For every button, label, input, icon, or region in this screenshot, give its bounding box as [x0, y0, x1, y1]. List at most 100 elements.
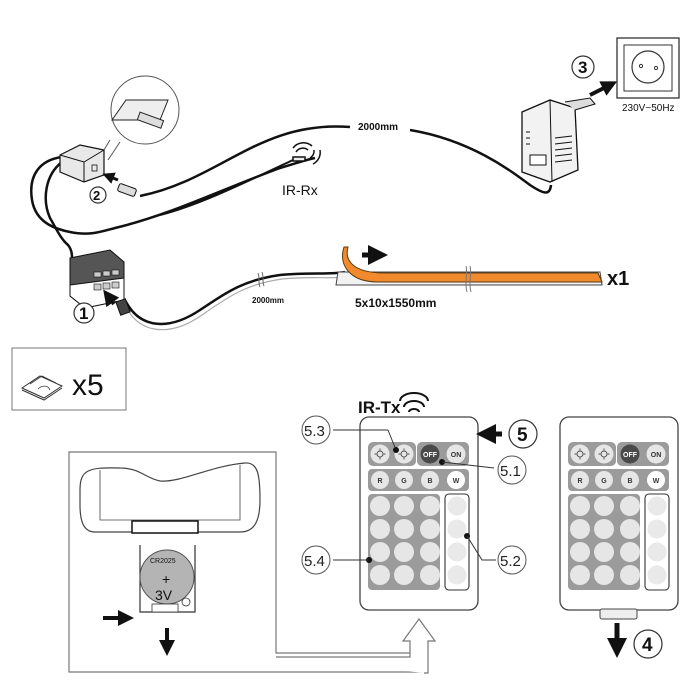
brightness-down-icon: [374, 448, 386, 460]
svg-text:1: 1: [79, 304, 88, 323]
cable-length-top-label: 2000mm: [358, 122, 398, 133]
mode-button[interactable]: [447, 542, 467, 562]
ir-tx-signal-icon: [399, 392, 429, 413]
color-grid-button[interactable]: [394, 565, 414, 585]
remote-button-on[interactable]: [646, 444, 666, 464]
color-button-label: B: [427, 478, 432, 485]
color-button-label: R: [377, 478, 382, 485]
remote-button-off[interactable]: [620, 444, 640, 464]
color-grid-button[interactable]: [620, 542, 640, 562]
mode-button[interactable]: [447, 496, 467, 516]
svg-text:5.1: 5.1: [500, 463, 521, 480]
ir-tx-label: IR-Tx: [358, 398, 401, 417]
mode-button[interactable]: [647, 542, 667, 562]
strip-cable: [123, 270, 346, 326]
svg-text:2: 2: [93, 188, 100, 203]
color-grid-button[interactable]: [394, 519, 414, 539]
distribution-block: [69, 249, 125, 309]
color-grid-button[interactable]: [370, 519, 390, 539]
dc-plug: [117, 183, 137, 197]
color-grid-button[interactable]: [620, 565, 640, 585]
remote-button-on[interactable]: [446, 444, 466, 464]
color-grid-button[interactable]: [594, 542, 614, 562]
color-grid-button[interactable]: [570, 496, 590, 516]
color-grid-button[interactable]: [420, 496, 440, 516]
mode-buttons-panel: [444, 493, 470, 591]
step-2-badge: 2: [89, 186, 107, 204]
svg-text:5.4: 5.4: [304, 553, 325, 570]
remote-button-brightness-up[interactable]: [394, 444, 414, 464]
color-grid-button[interactable]: [570, 542, 590, 562]
remote-button-brightness-down[interactable]: [370, 444, 390, 464]
color-button-label: G: [601, 478, 607, 485]
step-1-badge: 1: [73, 302, 95, 324]
brightness-up-icon: [398, 448, 410, 460]
remote-button-brightness-down[interactable]: [570, 444, 590, 464]
svg-text:4: 4: [642, 635, 653, 656]
brightness-up-icon: [598, 448, 610, 460]
color-grid-button[interactable]: [394, 542, 414, 562]
remote-button-w[interactable]: [447, 471, 465, 489]
color-button-label: B: [627, 478, 632, 485]
color-grid-button[interactable]: [394, 496, 414, 516]
mode-button[interactable]: [647, 496, 667, 516]
remote-button-r[interactable]: [571, 471, 589, 489]
color-grid-button[interactable]: [420, 565, 440, 585]
connector-magnifier: [103, 75, 180, 161]
color-button-label: W: [453, 478, 460, 485]
cable-length-bottom-label: 2000mm: [252, 296, 284, 305]
ir-rx-label: IR-Rx: [282, 182, 318, 198]
remote-button-b[interactable]: [621, 471, 639, 489]
ir-receiver-icon: [292, 142, 321, 165]
strip-connector: [115, 298, 131, 316]
step-4-badge: 4: [633, 629, 663, 659]
mode-button[interactable]: [647, 519, 667, 539]
mode-button[interactable]: [647, 565, 667, 585]
mode-button[interactable]: [447, 565, 467, 585]
ir-controller-box: [59, 144, 105, 183]
battery-voltage-label: 3V: [155, 587, 173, 603]
color-grid-button[interactable]: [570, 519, 590, 539]
controller-loop-cable: [30, 155, 316, 259]
color-grid-button[interactable]: [594, 519, 614, 539]
plug-in-arrow-3: [589, 81, 618, 97]
color-button-label: G: [401, 478, 407, 485]
color-grid-button[interactable]: [594, 496, 614, 516]
power-adapter: [521, 97, 596, 183]
remote-button-w[interactable]: [647, 471, 665, 489]
color-grid-button[interactable]: [594, 565, 614, 585]
on-label: ON: [651, 452, 662, 459]
remote-button-g[interactable]: [595, 471, 613, 489]
color-grid-button[interactable]: [420, 519, 440, 539]
battery-model-label: CR2025: [150, 558, 176, 565]
color-grid-button[interactable]: [620, 496, 640, 516]
color-grid-button[interactable]: [370, 542, 390, 562]
color-grid-button[interactable]: [620, 519, 640, 539]
callout-5-3: 5.3: [301, 415, 399, 453]
mode-button[interactable]: [447, 519, 467, 539]
color-grid-button[interactable]: [570, 565, 590, 585]
remote-button-off[interactable]: [420, 444, 440, 464]
remote-button-r[interactable]: [371, 471, 389, 489]
mode-buttons-panel: [644, 493, 670, 591]
color-grid-button[interactable]: [420, 542, 440, 562]
clip-quantity-label: x5: [72, 369, 104, 402]
color-grid-button[interactable]: [370, 496, 390, 516]
off-label: OFF: [423, 452, 438, 459]
battery-panel: [68, 451, 425, 673]
strip-cable-secondary: [124, 276, 346, 331]
color-grid-button[interactable]: [370, 565, 390, 585]
insert-battery-arrow: [276, 617, 437, 674]
color-row-panel: [568, 469, 669, 491]
power-cable: [139, 125, 553, 198]
remote-button-b[interactable]: [421, 471, 439, 489]
strip-size-label: 5x10x1550mm: [355, 296, 436, 310]
strip-quantity-label: x1: [607, 268, 629, 290]
remote-button-brightness-up[interactable]: [594, 444, 614, 464]
svg-text:5: 5: [517, 425, 528, 446]
mains-rating-label: 230V~50Hz: [622, 103, 675, 114]
remote-button-g[interactable]: [395, 471, 413, 489]
step-3-badge: 3: [571, 55, 595, 79]
